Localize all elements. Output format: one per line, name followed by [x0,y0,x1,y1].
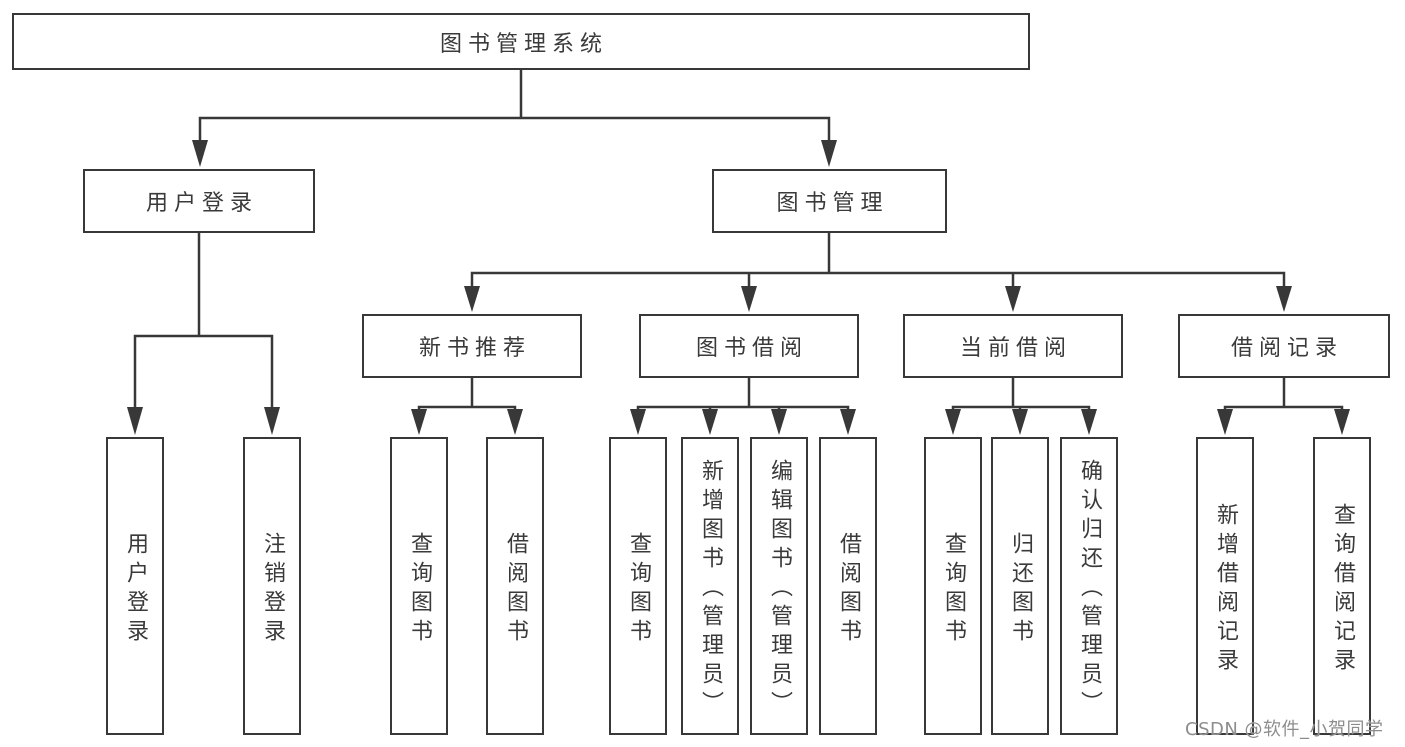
arrow-down-icon [630,409,646,435]
arrow-down-icon [771,409,787,435]
arrow-down-icon [1005,286,1021,312]
arrow-down-icon [464,286,480,312]
connector-current-borrow-to-children [951,376,1091,427]
arrow-down-icon [741,286,757,312]
node-borrow-books-recommend: 借阅图书 [486,437,544,735]
arrow-down-icon [840,409,856,435]
node-confirm-return-admin: 确认归还（管理员） [1060,437,1118,735]
arrow-down-icon [702,409,718,435]
node-borrow-books-leaf: 借阅图书 [819,437,877,735]
watermark: CSDN @软件_小贺同学 [1185,719,1384,740]
node-book-borrow: 图书借阅 [639,314,859,378]
arrow-down-icon [264,407,280,435]
arrow-down-icon [127,407,143,435]
node-current-borrow: 当前借阅 [903,314,1123,378]
arrow-down-icon [1217,409,1233,435]
connector-borrow-records-to-children [1223,376,1344,427]
node-return-books: 归还图书 [991,437,1049,735]
arrow-down-icon [1334,409,1350,435]
arrow-down-icon [192,140,208,167]
node-query-books-current: 查询图书 [924,437,982,735]
node-edit-books-admin: 编辑图书（管理员） [750,437,808,735]
node-query-borrow-record: 查询借阅记录 [1313,437,1371,735]
arrow-down-icon [507,409,523,435]
node-query-books-borrow: 查询图书 [609,437,667,735]
arrow-down-icon [411,409,427,435]
arrow-down-icon [821,140,837,167]
node-book-management: 图书管理 [712,169,947,233]
arrow-down-icon [1081,409,1097,435]
node-add-books-admin: 新增图书（管理员） [681,437,739,735]
connector-user-login-to-children [133,231,274,422]
node-borrow-records: 借阅记录 [1178,314,1390,378]
node-query-books-recommend: 查询图书 [390,437,448,735]
node-user-login-leaf: 用户登录 [106,437,164,735]
node-logout-leaf: 注销登录 [243,437,301,735]
arrow-down-icon [1012,409,1028,435]
arrow-down-icon [1276,286,1292,312]
node-library-management-system: 图书管理系统 [12,13,1030,70]
connector-book-management-to-children [470,231,1286,297]
connector-root-to-level2 [198,68,831,152]
node-new-book-recommend: 新书推荐 [362,314,582,378]
node-user-login: 用户登录 [83,169,315,233]
node-add-borrow-record: 新增借阅记录 [1196,437,1254,735]
connector-new-book-recommend-to-children [417,376,517,427]
connector-book-borrow-to-children [636,376,850,427]
arrow-down-icon [945,409,961,435]
